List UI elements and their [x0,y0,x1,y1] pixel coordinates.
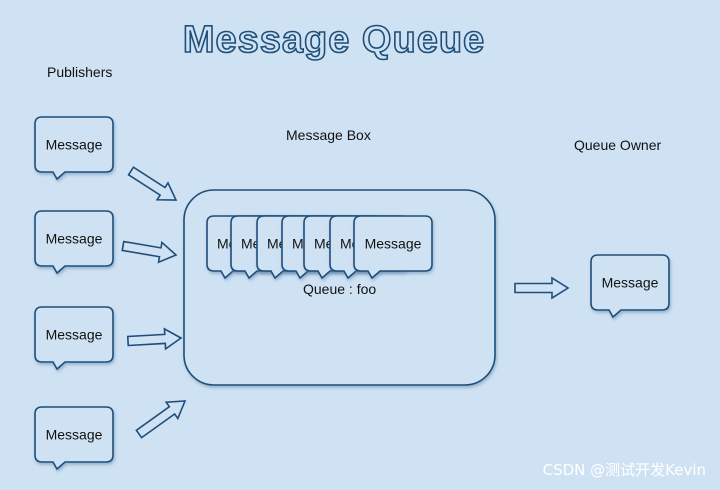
queue-message-7: Message [353,215,433,280]
publisher-message-3: Message [34,306,114,371]
publisher-message-4: Message [34,406,114,471]
arrow-publisher-2 [121,240,178,264]
diagram-title: Message Queue [183,19,485,61]
publisher-message-3-text: Message [46,327,103,343]
queue-name-label: Queue : foo [303,281,377,297]
arrow-publisher-1 [127,166,178,201]
queue-message-2-text: Me [241,236,261,252]
publisher-message-2: Message [34,210,114,275]
publisher-message-1-text: Message [46,137,103,153]
arrow-publisher-3 [126,327,183,351]
arrow-publisher-4 [135,400,187,439]
queue-message-7-text: Message [365,236,422,252]
message-box-label: Message Box [286,127,371,143]
owner-message: Message [590,254,670,319]
publisher-message-2-text: Message [46,231,103,247]
arrow-to-owner [514,276,570,300]
owner-message-text: Message [602,275,659,291]
queue-owner-label: Queue Owner [574,137,662,153]
publisher-message-4-text: Message [46,427,103,443]
queue-message-5-text: Me [314,236,334,252]
arrow-group [121,166,570,439]
publisher-message-1: Message [34,116,114,181]
owner-bubble-group: Message [590,254,670,319]
publishers-label: Publishers [47,64,113,80]
watermark: CSDN @测试开发Kevin [542,461,706,479]
